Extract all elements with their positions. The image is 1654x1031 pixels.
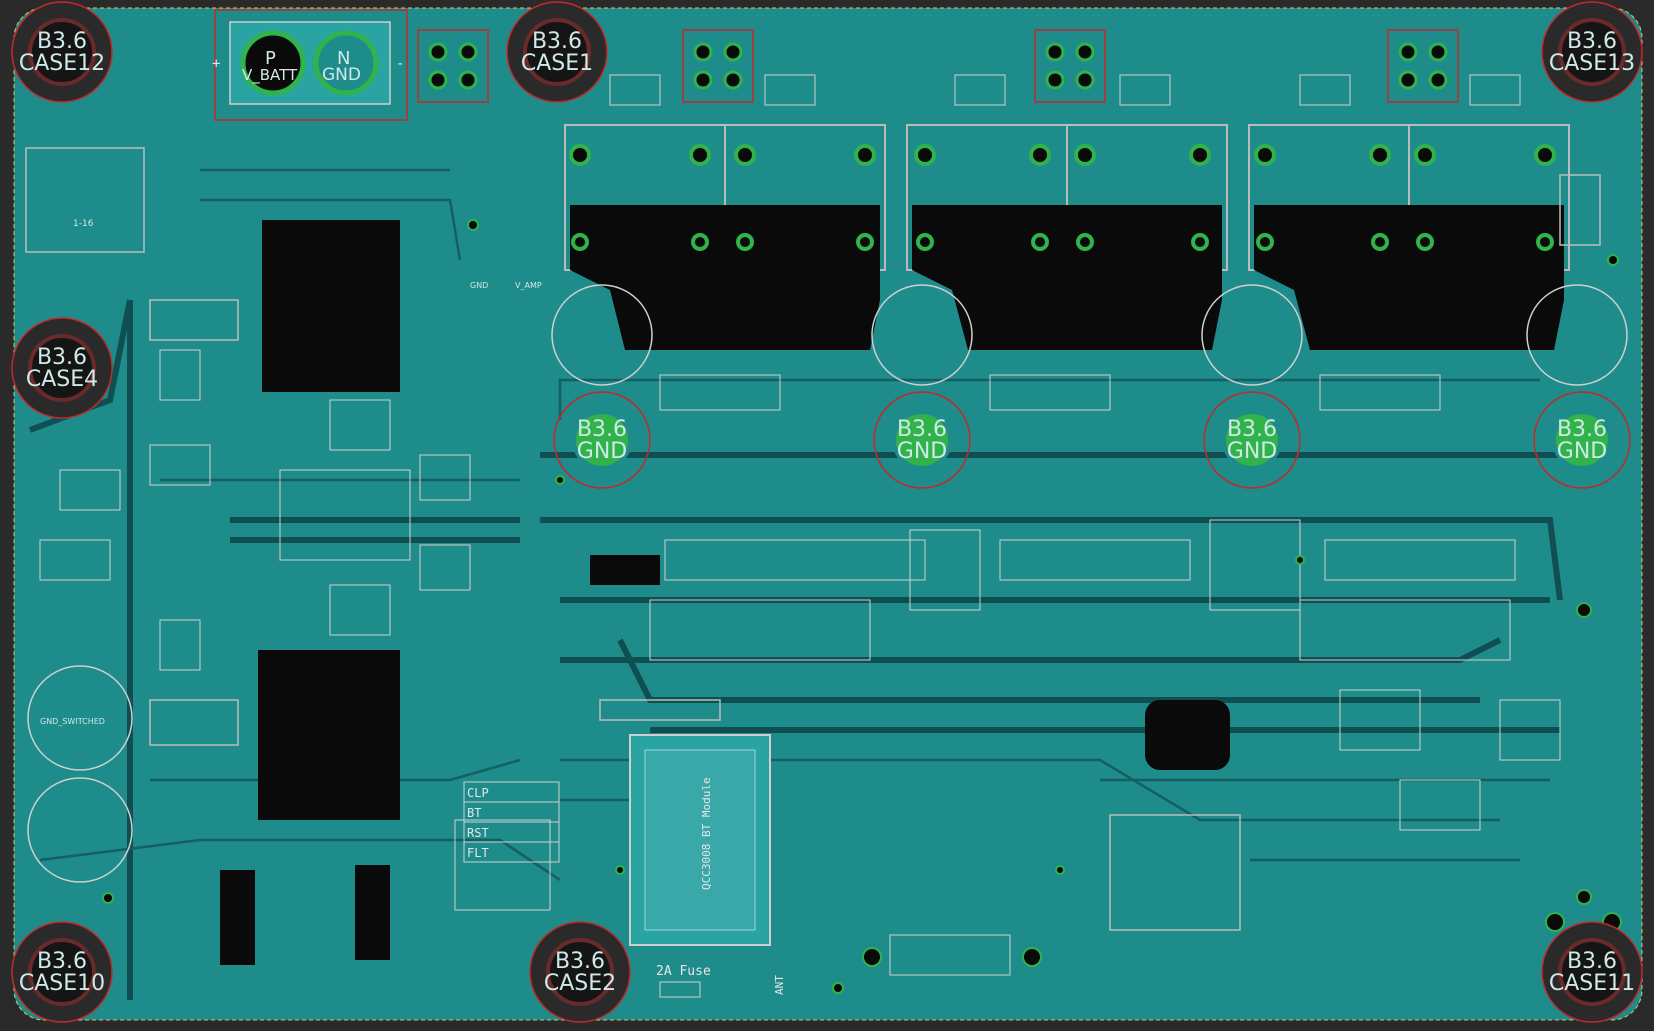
mounting-holes: B3.6CASE12B3.6CASE1B3.6CASE13B3.6CASE4B3… — [11, 1, 1643, 1023]
mounting-hole-net: CASE4 — [26, 367, 98, 392]
pad-ref-label: 1-16 — [73, 219, 94, 229]
mounting-hole-size: B3.6 — [37, 345, 87, 370]
mounting-hole-size: B3.6 — [1567, 29, 1617, 54]
mounting-hole-net: GND — [1227, 439, 1277, 464]
copper-pour — [14, 8, 1642, 1020]
mounting-hole-size: B3.6 — [37, 949, 87, 974]
mounting-hole-size: B3.6 — [577, 417, 627, 442]
bt-module-label: QCC3008 BT Module — [700, 777, 713, 890]
fuse-footprint — [659, 981, 701, 998]
button-label-rst: RST — [467, 826, 489, 840]
mounting-hole-net: CASE1 — [521, 51, 593, 76]
battery-connector — [214, 9, 408, 121]
mounting-hole-size: B3.6 — [1567, 949, 1617, 974]
mounting-hole-net: GND — [577, 439, 627, 464]
mounting-hole-size: B3.6 — [37, 29, 87, 54]
mounting-hole-net: CASE12 — [19, 51, 105, 76]
capacitors — [27, 284, 1628, 883]
mounting-hole-net: CASE11 — [1549, 971, 1635, 996]
mounting-hole-net: CASE10 — [19, 971, 105, 996]
fuse-label: 2A Fuse — [656, 964, 711, 979]
inductor-pad-areas — [25, 147, 1601, 931]
mounting-hole-size: B3.6 — [1557, 417, 1607, 442]
net-label-gnd: GND — [470, 281, 488, 290]
smd-components — [39, 74, 1561, 976]
board-edge — [13, 7, 1643, 1021]
button-label-flt: FLT — [467, 846, 489, 860]
battery-minus-sign: - — [396, 56, 404, 72]
net-label-vamp: V_AMP — [515, 281, 542, 290]
antenna-label: ANT — [773, 975, 786, 995]
output-connectors — [417, 29, 1459, 103]
button-pad-rows — [464, 801, 559, 843]
mounting-hole-net: GND — [1557, 439, 1607, 464]
battery-plus-sign: + — [212, 56, 220, 72]
mounting-hole-size: B3.6 — [555, 949, 605, 974]
bt-module — [629, 734, 771, 946]
battery-net-p: V_BATT — [242, 66, 298, 85]
signal-traces — [39, 168, 1550, 882]
mounting-hole-size: B3.6 — [532, 29, 582, 54]
battery-pin-p: P — [265, 48, 276, 69]
battery-pin-n: N — [337, 48, 350, 69]
net-label-switched: GND_SWITCHED — [40, 717, 105, 726]
mounting-hole-size: B3.6 — [897, 417, 947, 442]
mounting-hole-size: B3.6 — [1227, 417, 1277, 442]
battery-net-n: GND — [322, 65, 361, 85]
vias — [102, 219, 1622, 994]
mounting-hole-net: CASE13 — [1549, 51, 1635, 76]
mounting-hole-net: GND — [897, 439, 947, 464]
power-module-pads — [569, 144, 1556, 251]
button-label-clp: CLP — [467, 786, 489, 800]
mounting-hole-net: CASE2 — [544, 971, 616, 996]
button-label-bt: BT — [467, 806, 481, 820]
ic-footprints — [220, 220, 1230, 965]
